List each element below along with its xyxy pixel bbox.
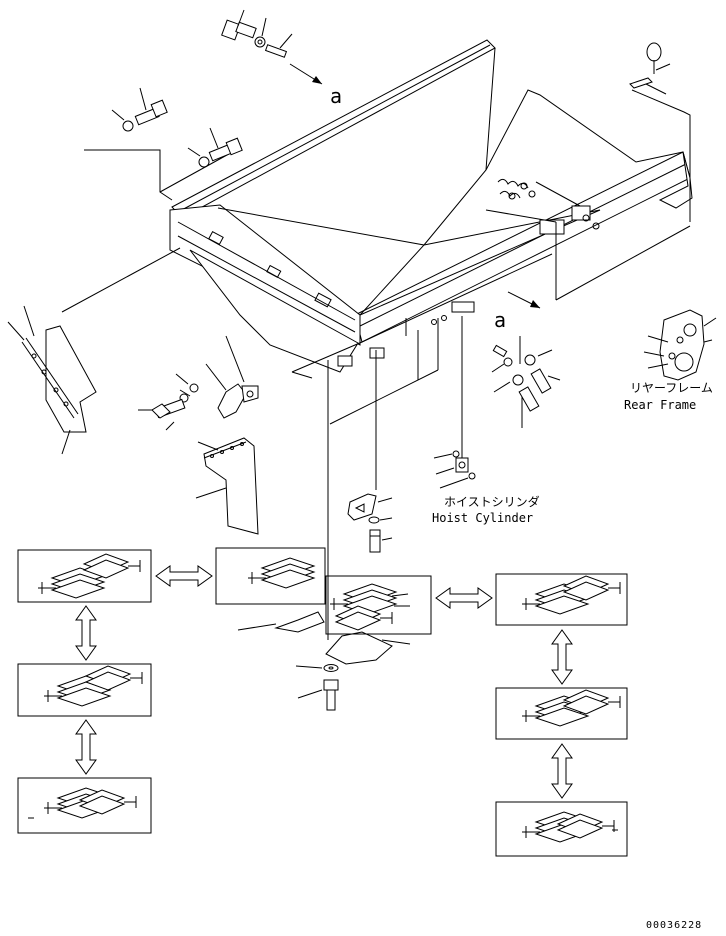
double-arrow-v-right-2 (551, 743, 573, 799)
shim-variant-box-7 (495, 801, 628, 857)
shim-variant-box-4 (17, 777, 152, 834)
hoist-cylinder-label-en: Hoist Cylinder (432, 511, 533, 525)
splash-guard (195, 437, 259, 535)
bracket-left-center (138, 335, 259, 431)
stopper-block-upper (347, 493, 393, 553)
stopper-block-lower (237, 611, 411, 711)
rear-frame-label-en: Rear Frame (624, 398, 696, 412)
view-a-label-top: a (330, 84, 342, 108)
double-arrow-h-left (155, 565, 213, 587)
double-arrow-v-left-2 (75, 719, 97, 775)
double-arrow-h-right (435, 587, 493, 609)
bolt-left-1 (111, 87, 168, 132)
view-arrow-mid (507, 291, 541, 309)
bolt-group-mid-right (491, 344, 561, 412)
shim-variant-box-5 (495, 573, 628, 626)
leader-lines (61, 89, 691, 640)
double-arrow-v-right-1 (551, 629, 573, 685)
rear-frame-label-jp: リヤーフレーム (630, 381, 713, 395)
double-arrow-v-left-1 (75, 605, 97, 661)
shim-variant-box-3 (17, 663, 152, 717)
bolt-left-2 (187, 127, 243, 168)
bolt-top-left (221, 9, 293, 58)
hoist-pin-parts (433, 450, 476, 489)
drawing-number: 00036228 (646, 920, 702, 931)
lock-pin-top-right (629, 42, 671, 95)
view-a-label-mid: a (494, 308, 506, 332)
shim-variant-box-center (325, 575, 432, 635)
shim-variant-box-1 (17, 549, 152, 603)
rear-frame-bracket (643, 309, 717, 381)
hoist-cylinder-label-jp: ホイストシリンダ (444, 494, 540, 509)
dump-body (169, 39, 693, 379)
side-cover-left (7, 305, 97, 455)
shim-variant-box-6 (495, 687, 628, 740)
shim-variant-box-2 (215, 547, 326, 605)
view-arrow-top (289, 63, 323, 85)
